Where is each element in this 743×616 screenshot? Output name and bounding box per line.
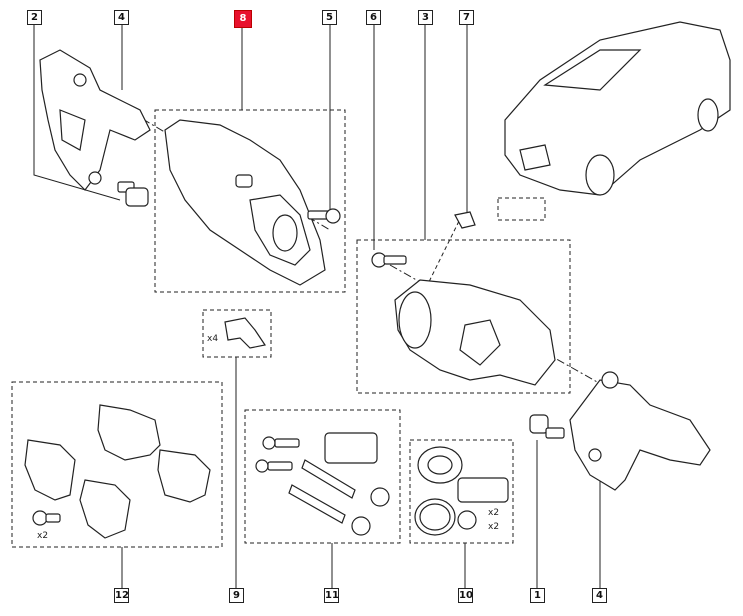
qty-pins: x4 xyxy=(207,334,219,344)
vehicle-illustration xyxy=(504,21,731,196)
group-box-pins xyxy=(202,309,272,358)
caliper-bolt-5 xyxy=(307,208,341,224)
caliper-lower xyxy=(394,279,556,386)
leader-line-2 xyxy=(33,25,121,201)
caliper-bracket-lower xyxy=(569,371,711,491)
group-box-caliper-lower xyxy=(356,239,571,394)
group-box-caliper-upper xyxy=(154,109,346,293)
caliper-upper xyxy=(164,119,326,286)
group-box-pads xyxy=(11,381,223,548)
callout-3[interactable]: 3 xyxy=(418,10,433,25)
callout-9[interactable]: 9 xyxy=(229,588,244,603)
group-box-seal-kit xyxy=(409,439,514,544)
group-box-small-part xyxy=(497,197,546,221)
callout-8-highlighted[interactable]: 8 xyxy=(234,10,252,28)
callout-4-bottom[interactable]: 4 xyxy=(592,588,607,603)
callout-11[interactable]: 11 xyxy=(324,588,339,603)
callout-4-top[interactable]: 4 xyxy=(114,10,129,25)
callout-7[interactable]: 7 xyxy=(459,10,474,25)
bolts-kit xyxy=(255,432,390,536)
callout-5[interactable]: 5 xyxy=(322,10,337,25)
bleed-screw-7 xyxy=(454,211,476,229)
callout-10[interactable]: 10 xyxy=(458,588,473,603)
guide-bolt-upper xyxy=(117,181,149,207)
group-box-bolts-kit xyxy=(244,409,401,544)
callout-6[interactable]: 6 xyxy=(366,10,381,25)
guide-pins xyxy=(224,317,266,349)
callout-1[interactable]: 1 xyxy=(530,588,545,603)
caliper-bracket-upper xyxy=(39,49,151,191)
callout-2[interactable]: 2 xyxy=(27,10,42,25)
seal-kit xyxy=(414,446,509,536)
callout-12[interactable]: 12 xyxy=(114,588,129,603)
caliper-bolt-6 xyxy=(371,252,407,268)
guide-bolt-lower-1 xyxy=(529,414,565,439)
qty-seal-a: x2 xyxy=(488,508,500,518)
brake-pads xyxy=(24,404,211,539)
qty-pad-bolts: x2 xyxy=(37,531,49,541)
qty-seal-b: x2 xyxy=(488,522,500,532)
